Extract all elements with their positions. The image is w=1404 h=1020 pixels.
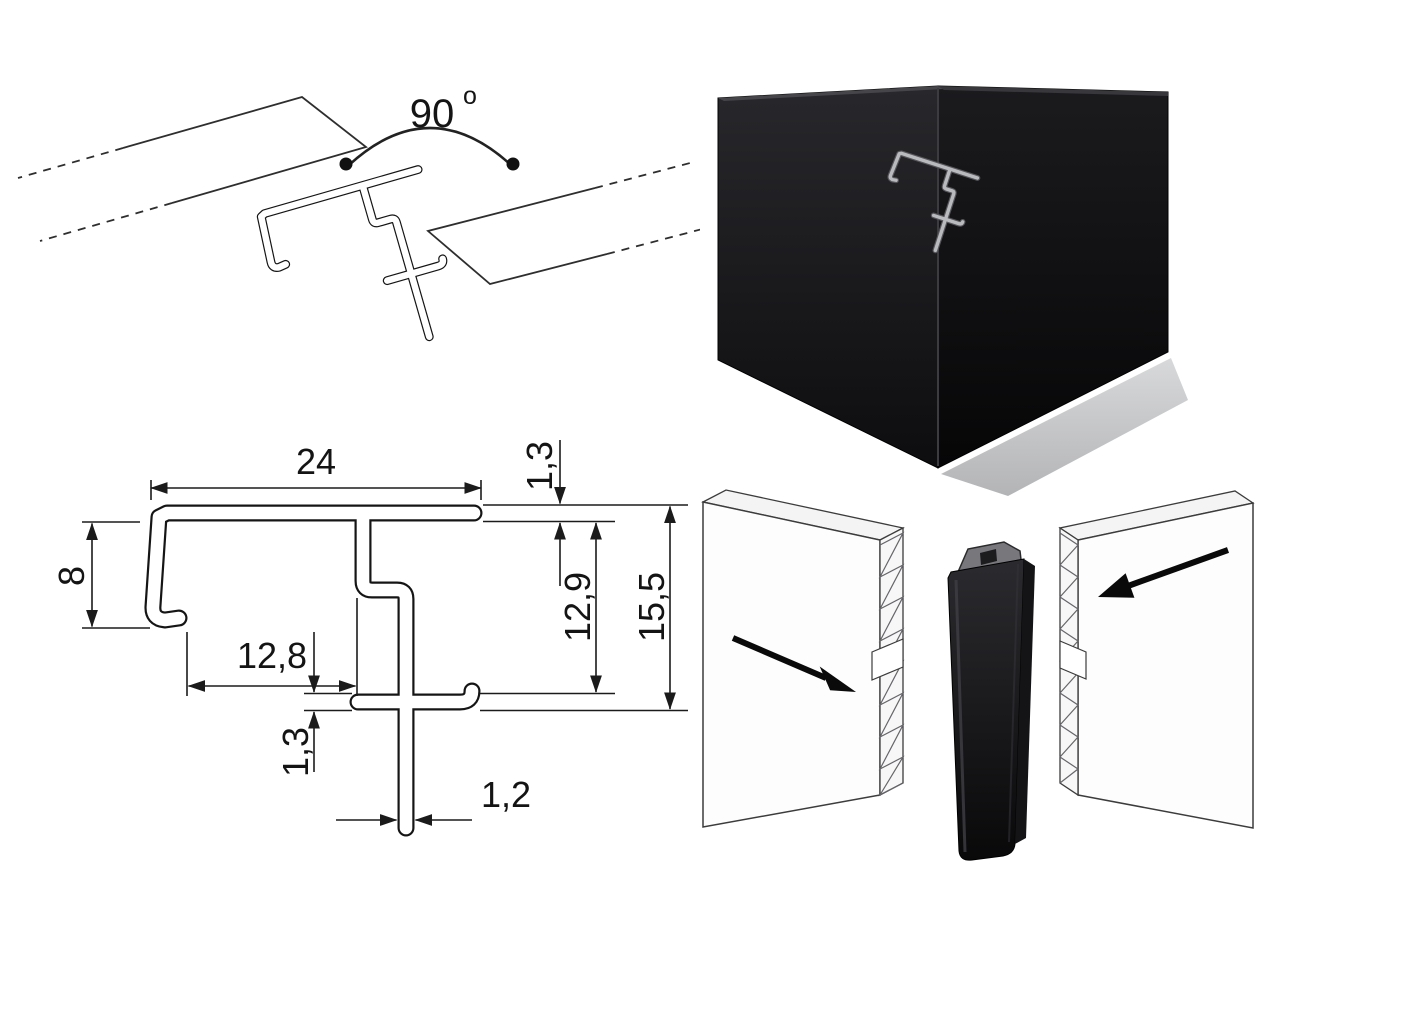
cross-section-dimension-drawing: 24 8 12,8 1,3 12,9	[51, 440, 688, 837]
dim-top-width: 24	[150, 441, 482, 500]
angle-dot-right	[506, 157, 520, 171]
dim-web-thickness: 1,2	[336, 774, 531, 826]
right-panel-groove-notch	[1059, 640, 1087, 680]
connector-base-surface	[941, 358, 1188, 496]
iso-joint-profile-section	[256, 165, 448, 342]
dim-slot-inner-height-label: 12,9	[557, 572, 598, 642]
isometric-corner-joint-diagram: 90 o	[17, 82, 700, 342]
dim-top-width-label: 24	[296, 441, 336, 482]
profile-outline	[144, 504, 483, 837]
iso-right-panel	[426, 162, 700, 285]
connector-top-slot	[980, 549, 997, 565]
dim-left-lip-height: 8	[51, 521, 150, 629]
angle-label: 90	[410, 92, 455, 136]
dim-bottom-wall-thickness: 1,3	[275, 632, 352, 777]
angle-dot-left	[339, 157, 353, 171]
connector-end-cross-section	[887, 150, 981, 254]
dim-web-thickness-label: 1,2	[481, 774, 531, 815]
dim-slot-inner-height: 12,9	[480, 522, 615, 695]
angle-arc	[339, 126, 520, 171]
dim-left-lip-height-label: 8	[51, 566, 92, 586]
insert-arrow-left	[731, 635, 856, 692]
insert-arrow-right	[1098, 547, 1230, 598]
dim-total-height: 15,5	[480, 505, 688, 712]
assembly-connector-profile	[947, 541, 1035, 861]
dim-bottom-wall-thickness-label: 1,3	[275, 727, 316, 777]
dim-total-height-label: 15,5	[631, 572, 672, 642]
connector-left-face	[717, 85, 939, 469]
connector-body-side	[1015, 559, 1035, 844]
connector-body	[947, 558, 1025, 861]
dim-pocket-width: 12,8	[186, 598, 358, 696]
dim-pocket-width-label: 12,8	[237, 635, 307, 676]
left-panel-groove-notch	[871, 638, 904, 681]
connector-top-edge-right	[938, 86, 1168, 96]
dim-top-wall-thickness-label: 1,3	[519, 441, 560, 491]
assembly-right-panel	[1058, 490, 1255, 829]
dim-top-wall-thickness: 1,3	[483, 440, 688, 586]
degree-symbol: o	[463, 82, 477, 110]
assembly-left-panel	[701, 489, 905, 828]
connector-top-edge	[718, 86, 944, 101]
corner-connector-photo	[717, 85, 1188, 496]
iso-left-panel	[17, 96, 368, 242]
assembly-instruction-diagram	[701, 489, 1255, 861]
connector-highlight-2	[1008, 563, 1019, 843]
connector-highlight	[954, 579, 967, 853]
